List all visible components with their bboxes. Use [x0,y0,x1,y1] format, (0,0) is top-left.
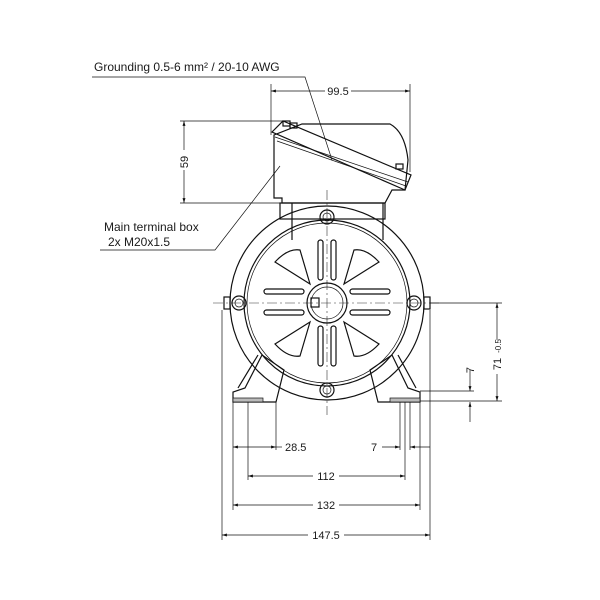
dim-foot-width: 28.5 [285,442,306,454]
dim-hole-diameter: 7 [371,442,377,454]
terminal-box [270,120,412,240]
terminal-box-label: Main terminal box [104,220,199,234]
dim-box-width: 99.5 [327,86,348,98]
dim-foot-thickness: 7 [465,367,477,373]
terminal-box-gland-label: 2x M20x1.5 [108,235,170,249]
dim-overall-width: 147.5 [312,530,340,542]
grounding-label: Grounding 0.5-6 mm² / 20-10 AWG [94,60,280,74]
dim-foot-span: 132 [317,500,335,512]
dim-shaft-height: 71 [492,358,504,370]
dim-box-height: 59 [179,156,191,168]
dim-hole-spacing: 112 [317,471,335,483]
center-lines [213,190,440,415]
leader-lines [92,76,333,251]
dim-shaft-height-tolerance: -0.5 [494,339,503,353]
dimension-lines [180,84,502,540]
